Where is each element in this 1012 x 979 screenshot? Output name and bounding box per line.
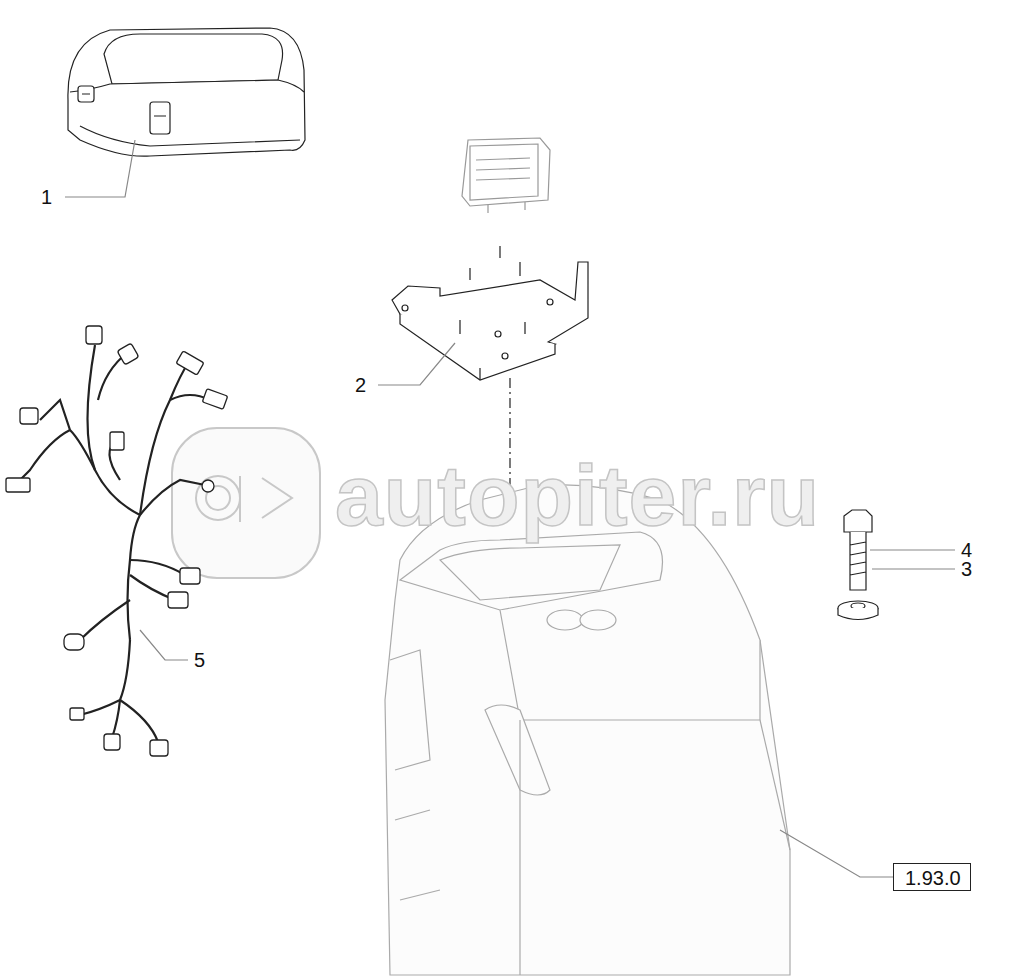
bolt-part (838, 510, 878, 620)
wiring-harness (20, 345, 210, 742)
callout-number: 5 (194, 650, 205, 670)
dashboard-part (385, 485, 790, 975)
reference-box: 1.93.0 (893, 863, 971, 891)
cover-part (68, 28, 305, 156)
watermark: autopiter.ru (335, 452, 820, 538)
harness-connectors (6, 326, 228, 756)
relay-part (462, 138, 550, 213)
callout-number: 3 (961, 559, 972, 579)
callout-number: 4 (961, 540, 972, 560)
callout-number: 2 (355, 375, 366, 395)
bracket-part (392, 246, 588, 380)
watermark-logo (172, 428, 320, 578)
leader-line (65, 140, 135, 197)
reference-text: 1.93.0 (905, 868, 959, 888)
callout-number: 1 (41, 187, 52, 207)
